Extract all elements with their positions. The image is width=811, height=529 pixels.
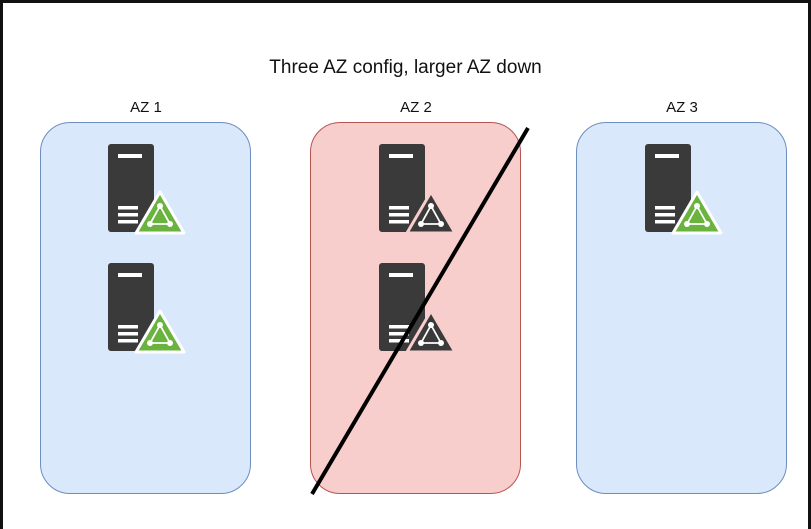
server-icon [108,263,186,354]
diagram-title: Three AZ config, larger AZ down [269,57,542,78]
az-2-label: AZ 2 [400,99,432,116]
az-3-label: AZ 3 [666,99,698,116]
az-1-label: AZ 1 [130,99,162,116]
server-icon [645,144,723,235]
server-icon [379,263,457,354]
server-icon [108,144,186,235]
server-icon [379,144,457,235]
